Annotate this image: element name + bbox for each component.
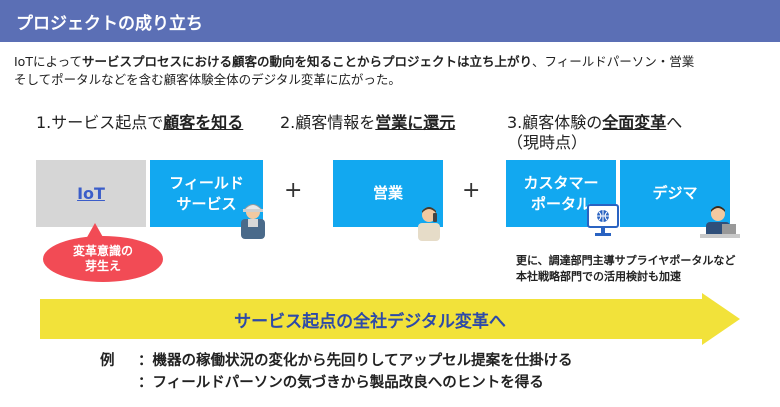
field-service-line1: フィールド — [169, 173, 244, 192]
example-row-1: 例 ：機器の稼働状況の変化から先回りしてアップセル提案を仕掛ける — [100, 350, 573, 372]
field-worker-icon — [241, 204, 265, 239]
intro-line-1-bold: サービスプロセスにおける顧客の動向を知ることからプロジェクトは立ち上がり — [81, 54, 532, 69]
step-2-pre: 顧客情報を — [295, 113, 376, 132]
example-item-1: ：機器の稼働状況の変化から先回りしてアップセル提案を仕掛ける — [138, 353, 573, 369]
step-3: 3.顧客体験の全面変革へ （現時点） — [507, 113, 682, 153]
monitor-globe-icon — [587, 204, 619, 236]
step-1-bold: 顧客を知る — [163, 113, 244, 132]
intro-text: IoTによってサービスプロセスにおける顧客の動向を知ることからプロジェクトは立ち… — [14, 53, 774, 89]
step-2-num: 2. — [280, 113, 296, 132]
arrow-label: サービス起点の全社デジタル変革へ — [234, 311, 506, 332]
step-1: 1.サービス起点で顧客を知る — [36, 113, 243, 133]
step-2-bold: 営業に還元 — [375, 113, 456, 132]
example-item-2: ：フィールドパーソンの気づきから製品改良へのヒントを得る — [138, 375, 544, 391]
plus-sign-2: + — [462, 178, 481, 203]
iot-label[interactable]: IoT — [77, 184, 105, 203]
dejima-label: デジマ — [652, 184, 698, 202]
intro-line-1: IoTによってサービスプロセスにおける顧客の動向を知ることからプロジェクトは立ち… — [14, 53, 774, 71]
expansion-note: 更に、調達部門主導サプライヤポータルなど 本社戦略部門での活用検討も加速 — [516, 253, 776, 285]
customer-portal-label: カスタマー ポータル — [523, 173, 598, 215]
field-service-line2: サービス — [176, 194, 237, 213]
field-service-label: フィールド サービス — [169, 173, 244, 215]
customer-portal-line2: ポータル — [530, 194, 591, 213]
step-2: 2.顧客情報を営業に還元 — [280, 113, 455, 133]
sales-label: 営業 — [372, 184, 403, 202]
desk-worker-icon — [700, 206, 740, 238]
awareness-bubble: 変革意識の 芽生え — [43, 236, 163, 282]
step-3-pre: 顧客体験の — [522, 113, 603, 132]
step-3-post: へ — [666, 113, 683, 132]
arrow-shape — [40, 293, 740, 345]
bubble-line2: 芽生え — [84, 259, 121, 273]
example-prefix: 例 — [100, 353, 115, 369]
title-bar: プロジェクトの成り立ち — [0, 0, 780, 42]
intro-line-2: そしてポータルなどを含む顧客体験全体のデジタル変革に広がった。 — [14, 72, 401, 87]
customer-portal-line1: カスタマー — [523, 173, 599, 192]
transformation-arrow: サービス起点の全社デジタル変革へ — [40, 293, 740, 345]
bubble-line1: 変革意識の — [72, 244, 133, 258]
examples: 例 ：機器の稼働状況の変化から先回りしてアップセル提案を仕掛ける ：フィールドパー… — [100, 350, 573, 394]
step-1-num: 1. — [36, 113, 52, 132]
plus-sign-1: + — [284, 178, 303, 203]
note-line1: 更に、調達部門主導サプライヤポータルなど — [516, 254, 736, 267]
step-1-pre: サービス起点で — [51, 113, 164, 132]
step-3-bold: 全面変革 — [602, 113, 667, 132]
iot-box: IoT — [36, 160, 146, 227]
sales-person-icon — [418, 207, 440, 241]
bubble-tail — [86, 223, 104, 239]
note-line2: 本社戦略部門での活用検討も加速 — [516, 270, 681, 283]
page-title: プロジェクトの成り立ち — [16, 14, 203, 34]
step-3-sub: （現時点） — [507, 133, 588, 152]
intro-line-1-a: IoTによって — [14, 54, 82, 69]
field-service-box: フィールド サービス — [150, 160, 263, 227]
intro-line-1-c: 、フィールドパーソン・営業 — [532, 54, 695, 69]
dejima-box: デジマ — [620, 160, 730, 227]
step-3-num: 3. — [507, 113, 523, 132]
example-row-2: ：フィールドパーソンの気づきから製品改良へのヒントを得る — [100, 372, 573, 394]
